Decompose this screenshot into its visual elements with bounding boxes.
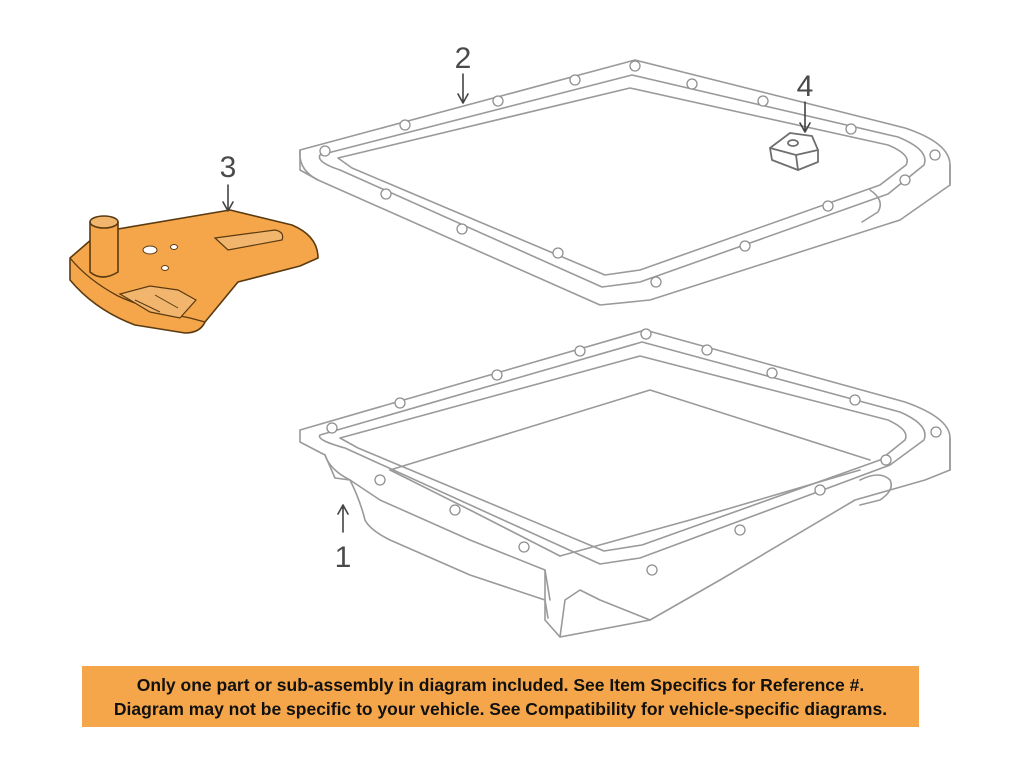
transmission-pan-gasket	[299, 59, 951, 306]
svg-text:1: 1	[335, 541, 352, 574]
disclaimer-banner: Only one part or sub-assembly in diagram…	[82, 666, 919, 727]
callout-1: 1	[335, 504, 352, 574]
svg-text:4: 4	[797, 70, 814, 103]
exploded-parts-diagram: 2 4 3 1	[69, 42, 951, 638]
filter-intake-tube	[89, 215, 119, 278]
transmission-pan-magnet	[769, 132, 819, 171]
disclaimer-line-1: Only one part or sub-assembly in diagram…	[136, 674, 865, 695]
transmission-filter	[69, 209, 319, 334]
pan-bolt-holes	[326, 328, 942, 576]
callout-3: 3	[220, 151, 237, 212]
callout-4: 4	[797, 70, 814, 133]
transmission-oil-pan	[299, 328, 951, 638]
svg-text:2: 2	[455, 42, 472, 75]
gasket-bolt-holes	[319, 60, 941, 288]
disclaimer-line-2: Diagram may not be specific to your vehi…	[113, 698, 888, 719]
svg-text:3: 3	[220, 151, 237, 184]
callout-2: 2	[455, 42, 472, 104]
